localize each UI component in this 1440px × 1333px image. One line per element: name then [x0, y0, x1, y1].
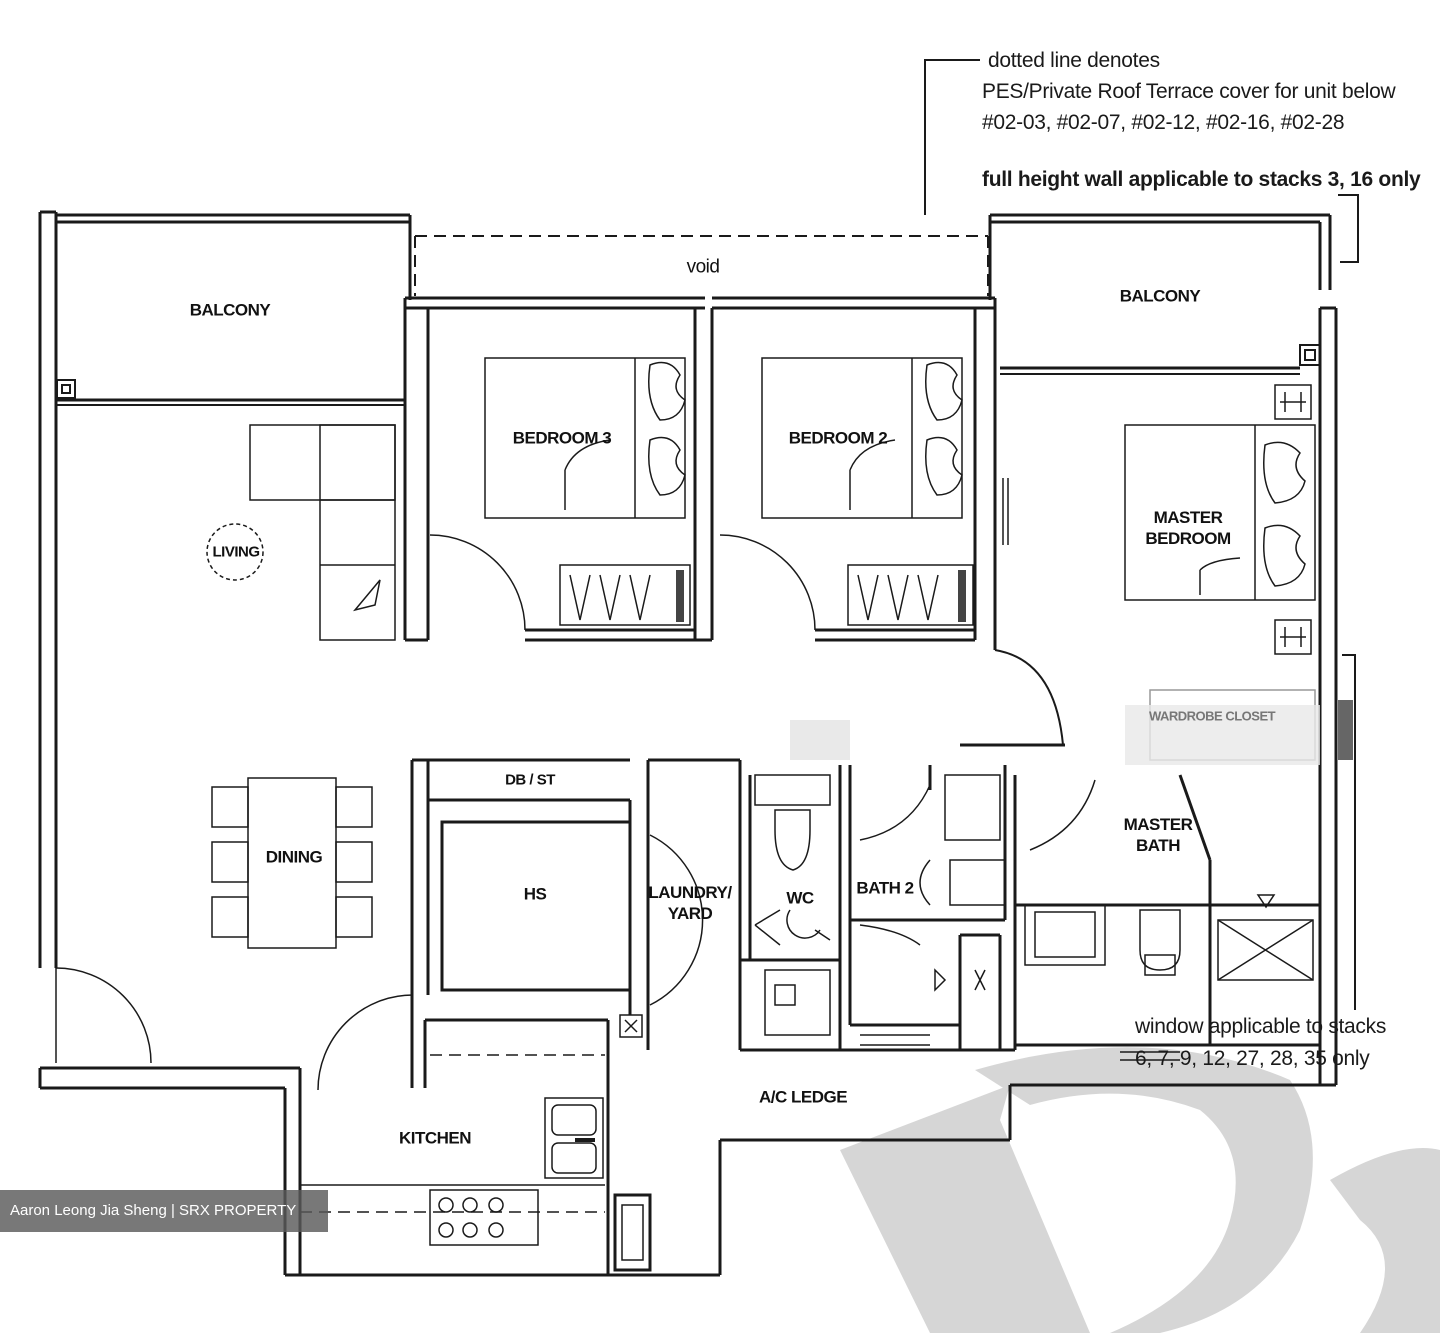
note-pes-line1: dotted line denotes	[988, 49, 1160, 72]
label-bedroom3: BEDROOM 3	[512, 428, 612, 448]
master-bedroom	[960, 384, 1316, 761]
annotation-leaders	[924, 59, 1359, 1010]
label-kitchen: KITCHEN	[398, 1128, 472, 1148]
service-fixtures	[440, 774, 1314, 1061]
note-full-height-wall: full height wall applicable to stacks 3,…	[982, 168, 1421, 191]
label-balcony-left: BALCONY	[189, 300, 271, 320]
label-living: LIVING	[212, 543, 260, 561]
label-db-st: DB / ST	[505, 771, 555, 789]
label-master-bedroom-line1: MASTER	[1153, 508, 1223, 527]
label-master-bedroom-line2: BEDROOM	[1145, 529, 1231, 548]
label-laundry-yard: LAUNDRY/ YARD	[648, 882, 732, 924]
label-bedroom2: BEDROOM 2	[788, 428, 888, 448]
exterior-walls	[38, 210, 1338, 1277]
bedroom3-walls	[403, 296, 714, 642]
label-master-bath: MASTER BATH	[1124, 814, 1193, 856]
living-furniture	[206, 424, 396, 641]
label-master-bath-line1: MASTER	[1123, 815, 1193, 834]
bedroom2-walls	[712, 296, 997, 650]
bedroom3-furniture	[429, 357, 691, 631]
label-laundry-line1: LAUNDRY/	[648, 883, 732, 902]
label-master-bedroom: MASTER BEDROOM	[1145, 507, 1231, 549]
note-pes-line3: #02-03, #02-07, #02-12, #02-16, #02-28	[982, 111, 1345, 134]
label-wc: WC	[786, 888, 814, 908]
note-window-line2: 6, 7, 9, 12, 27, 28, 35 only	[1135, 1047, 1370, 1070]
label-dining: DINING	[265, 847, 323, 867]
label-bath2: BATH 2	[856, 878, 914, 898]
label-void: void	[686, 256, 720, 278]
label-balcony-right: BALCONY	[1119, 286, 1201, 306]
agent-watermark: Aaron Leong Jia Sheng | SRX PROPERTY	[0, 1190, 328, 1232]
dining-furniture	[55, 777, 373, 1064]
label-laundry-line2: YARD	[667, 904, 713, 923]
kitchen	[300, 994, 652, 1275]
label-closet: WARDROBE CLOSET	[1148, 708, 1276, 724]
label-ac-ledge: A/C LEDGE	[758, 1087, 848, 1107]
label-hs: HS	[523, 884, 547, 904]
note-window-line1: window applicable to stacks	[1135, 1015, 1387, 1038]
balcony-walls	[56, 344, 1321, 406]
note-pes-line2: PES/Private Roof Terrace cover for unit …	[982, 80, 1396, 103]
label-master-bath-line2: BATH	[1136, 836, 1180, 855]
void-dashed-outline	[414, 235, 989, 296]
bedroom2-furniture	[719, 357, 1009, 631]
